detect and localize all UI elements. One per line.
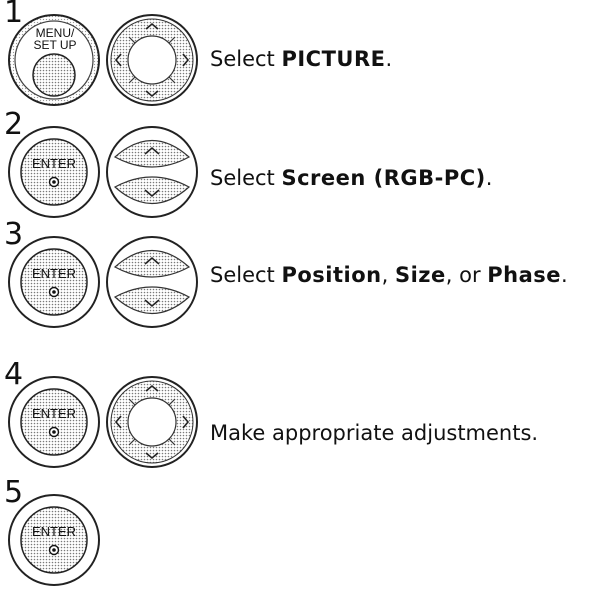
menu-setup-button[interactable]: MENU/ SET UP xyxy=(6,12,102,108)
enter-button[interactable]: ENTER xyxy=(6,234,102,330)
enter-label: ENTER xyxy=(32,406,76,421)
step-number: 5 xyxy=(4,475,24,510)
four-way-nav-pad[interactable] xyxy=(104,12,200,108)
up-down-nav-pad[interactable] xyxy=(104,234,200,330)
arrow-icons xyxy=(114,22,190,98)
step-1: 1 MENU/ SET UP Select PICTURE. xyxy=(0,0,605,120)
enter-label: ENTER xyxy=(32,266,76,281)
enter-button[interactable]: ENTER xyxy=(6,374,102,470)
step-number: 3 xyxy=(4,217,24,252)
step-3-instruction: Select Position, Size, or Phase. xyxy=(210,263,568,287)
step-3: 3 ENTER Select Position, Size, or Phase. xyxy=(0,217,605,342)
step-2-instruction: Select Screen (RGB-PC). xyxy=(210,166,493,190)
step-4: 4 ENTER Make appropriate adjustments. xyxy=(0,357,605,482)
enter-label: ENTER xyxy=(32,156,76,171)
step-5: 5 ENTER xyxy=(0,475,605,590)
menu-label-line1: MENU/ xyxy=(36,26,75,40)
up-down-nav-pad[interactable] xyxy=(104,124,200,220)
step-1-instruction: Select PICTURE. xyxy=(210,47,393,71)
enter-button[interactable]: ENTER xyxy=(6,492,102,588)
step-number: 4 xyxy=(4,357,24,392)
menu-label-line2: SET UP xyxy=(33,38,76,52)
step-2: 2 ENTER Select Screen (RGB-PC). xyxy=(0,107,605,232)
step-number: 2 xyxy=(4,107,24,142)
step-4-instruction: Make appropriate adjustments. xyxy=(210,421,539,445)
four-way-nav-pad[interactable] xyxy=(104,374,200,470)
step-number: 1 xyxy=(4,0,24,30)
enter-label: ENTER xyxy=(32,524,76,539)
enter-button[interactable]: ENTER xyxy=(6,124,102,220)
